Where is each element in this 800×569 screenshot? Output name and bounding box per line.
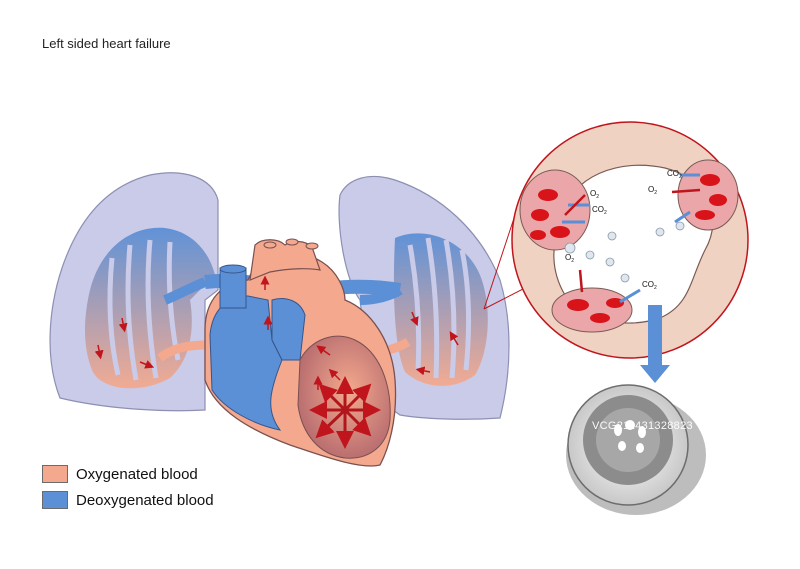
watermark: VCG211431328823	[592, 420, 693, 432]
legend-label: Deoxygenated blood	[76, 491, 214, 509]
legend-item-deoxygenated: Deoxygenated blood	[42, 488, 214, 512]
o2-label: O2	[565, 253, 574, 264]
swatch-deoxygenated	[42, 491, 68, 509]
o2-label: O2	[590, 189, 599, 200]
down-arrow	[640, 305, 670, 383]
legend-label: Oxygenated blood	[76, 465, 198, 483]
legend: Oxygenated blood Deoxygenated blood	[42, 462, 214, 514]
left-lung	[49, 172, 219, 412]
heart	[94, 238, 459, 467]
legend-item-oxygenated: Oxygenated blood	[42, 462, 214, 486]
diagram-title: Left sided heart failure	[42, 36, 171, 51]
alveolus-magnification: O2 CO2 CO2 O2 O2 CO2	[511, 121, 749, 359]
petri-dish	[566, 384, 706, 515]
co2-label: CO2	[642, 280, 657, 291]
o2-label: O2	[648, 185, 657, 196]
swatch-oxygenated	[42, 465, 68, 483]
co2-label: CO2	[667, 169, 682, 180]
co2-label: CO2	[592, 205, 607, 216]
